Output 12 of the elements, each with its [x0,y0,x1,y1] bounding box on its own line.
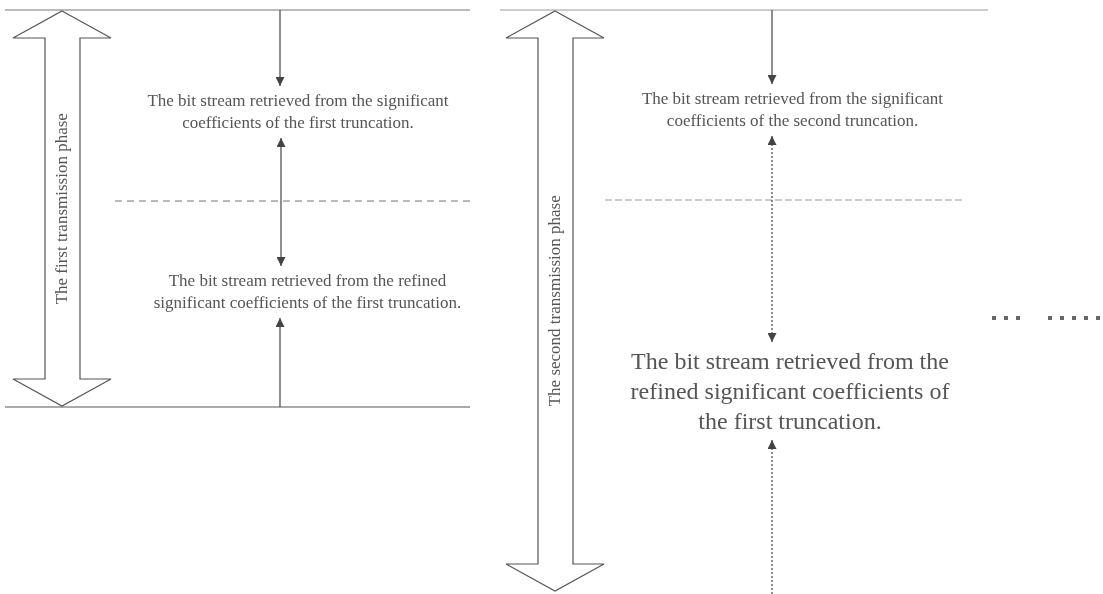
description-text: The bit stream retrieved from the significant coefficients of the second truncation. [640,88,945,132]
arrow [276,137,286,267]
arrow [767,9,777,85]
arrow [767,135,777,343]
arrow [275,317,285,408]
description-text: The bit stream retrieved from the refined significant coefficients of the first truncation. [152,270,463,314]
arrow [767,439,777,594]
phase-label: The second transmission phase [544,195,566,407]
phase-label: The first transmission phase [51,112,73,305]
arrow [275,9,285,87]
description-text: The bit stream retrieved from the significant coefficients of the first truncation. [146,90,450,134]
description-text: The bit stream retrieved from the refined significant coefficients of the first truncation. [629,347,951,436]
